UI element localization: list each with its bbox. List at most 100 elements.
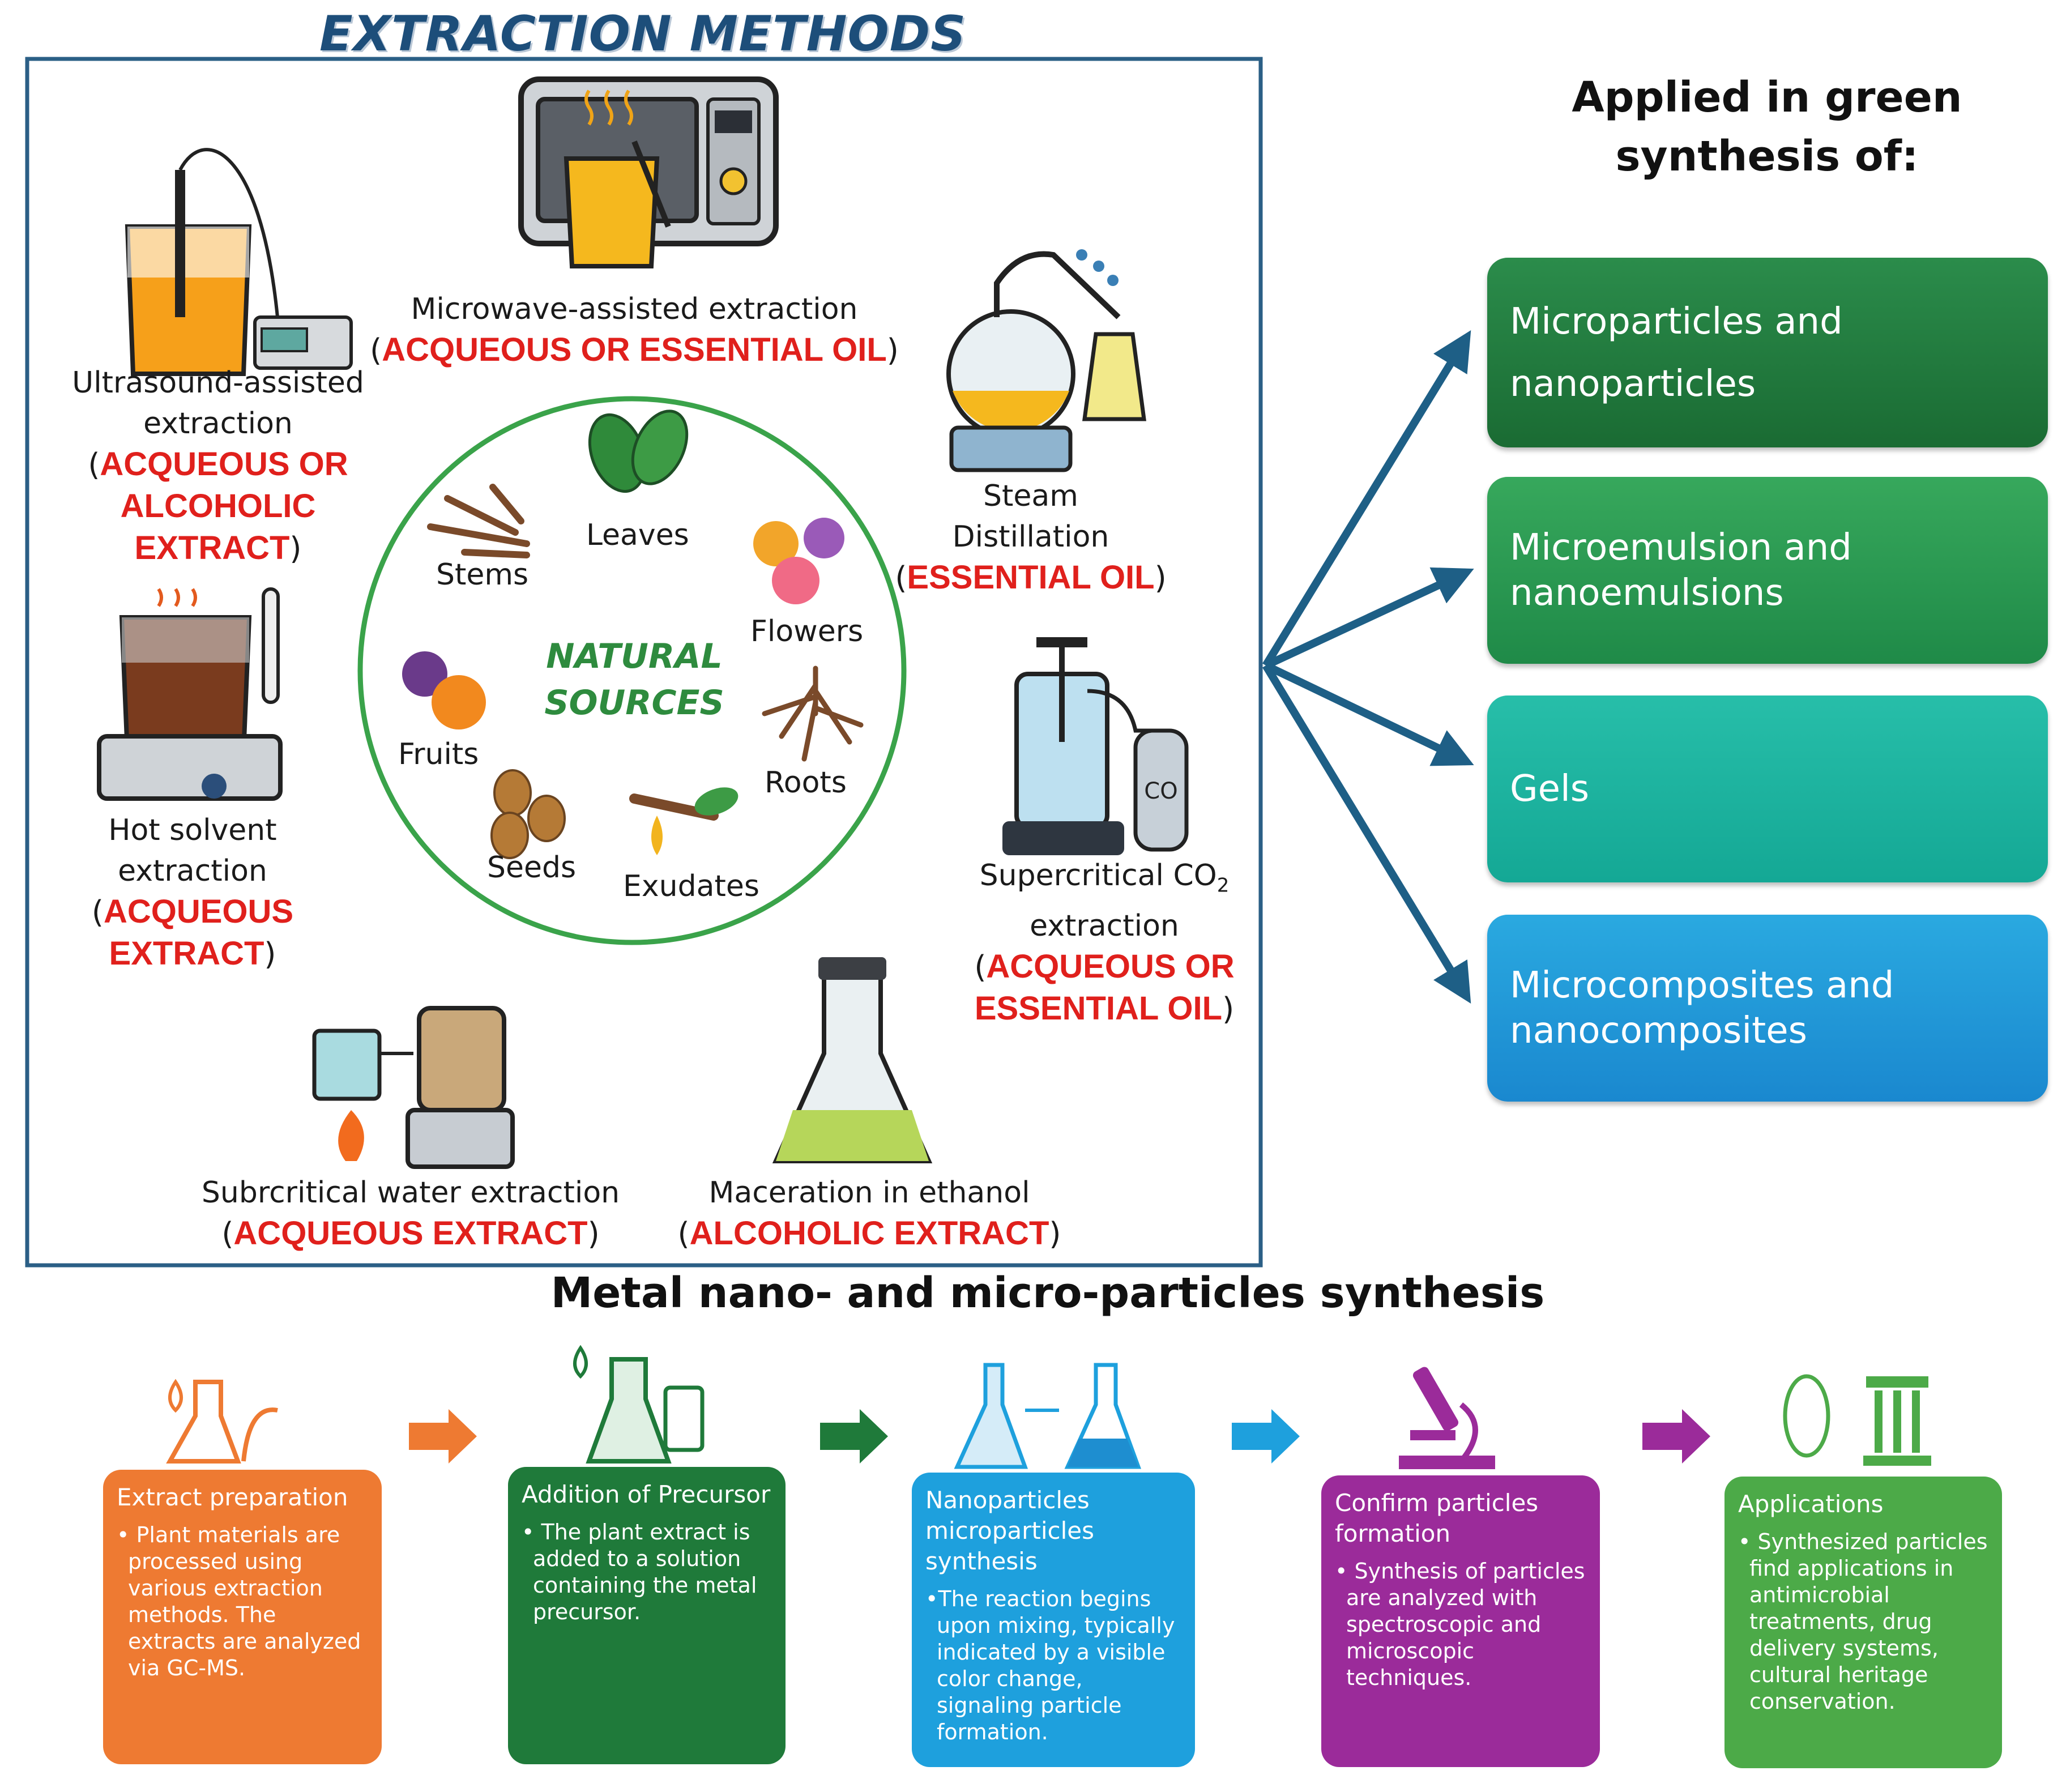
- flowers-icon: [753, 518, 844, 604]
- step-body: •The reaction begins upon mixing, typica…: [925, 1586, 1175, 1744]
- method-steam: Steam Distillation (ESSENTIAL OIL): [889, 476, 1172, 599]
- step-body: • Plant materials are processed using va…: [117, 1522, 361, 1680]
- extract-type: ACQUEOUS EXTRACT: [233, 1215, 588, 1252]
- step-heading: Confirm particles formation: [1335, 1489, 1539, 1547]
- fanout-arrows: [1262, 330, 1474, 1004]
- extract-type: ACQUEOUS OR ESSENTIAL OIL: [382, 331, 887, 368]
- method-label-2: Distillation: [952, 520, 1109, 554]
- step-extract-preparation: Extract preparation • Plant materials ar…: [103, 1470, 382, 1764]
- applications-icon: [1783, 1374, 1931, 1466]
- stems-icon: [427, 484, 530, 558]
- extraction-title: EXTRACTION METHODS: [319, 6, 967, 62]
- extract-type-2: ALCOHOLIC EXTRACT: [120, 488, 316, 566]
- natural-sources-circle: [357, 396, 907, 945]
- box-line-1: Microcomposites and: [1510, 965, 1894, 1006]
- box-line-1: Gels: [1510, 768, 1590, 810]
- extract-type: ACQUEOUS: [103, 893, 294, 930]
- step-arrow-3: [1232, 1409, 1300, 1464]
- steam-distillation-icon: [946, 249, 1146, 472]
- step-arrow-1: [409, 1409, 477, 1464]
- box-line-2: nanocomposites: [1510, 1010, 1807, 1052]
- box-line-2: nanoemulsions: [1510, 572, 1784, 614]
- step-confirm-formation: Confirm particles formation • Synthesis …: [1321, 1475, 1600, 1767]
- step-heading: Applications: [1738, 1490, 1884, 1518]
- applied-title: Applied in green synthesis of:: [1501, 68, 2033, 186]
- step-heading: Extract preparation: [117, 1483, 348, 1511]
- applied-title-1: Applied in green: [1572, 73, 1962, 122]
- method-label: Microwave-assisted extraction: [411, 292, 858, 326]
- step-body: • Synthesis of particles are analyzed wi…: [1335, 1559, 1585, 1690]
- fruits-icon: [402, 651, 486, 729]
- method-supercritical: Supercritical CO2 extraction (ACQUEOUS O…: [957, 855, 1252, 1030]
- extraction-frame: [25, 57, 1263, 1268]
- precursor-icon: [573, 1345, 705, 1464]
- roots-icon: [762, 665, 864, 762]
- synthesis-icon: [954, 1363, 1141, 1469]
- natural-sources-title: NATURAL SOURCES: [521, 633, 748, 726]
- synthesis-title: Metal nano- and micro-particles synthesi…: [550, 1269, 1545, 1317]
- method-label: Subrcritical water extraction: [201, 1176, 620, 1210]
- step-arrow: [820, 1409, 888, 1464]
- box-line-1: Microemulsion and: [1510, 527, 1852, 569]
- applied-title-2: synthesis of:: [1615, 132, 1919, 181]
- method-label-2: extraction: [1030, 909, 1179, 944]
- extract-type: ESSENTIAL OIL: [907, 559, 1155, 596]
- method-label: Ultrasound-assisted: [72, 366, 364, 400]
- subcritical-icon: [312, 1006, 515, 1169]
- method-microwave: Microwave-assisted extraction (ACQUEOUS …: [362, 289, 906, 372]
- method-label: Hot solvent: [108, 813, 277, 847]
- method-ultrasound: Ultrasound-assisted extraction (ACQUEOUS…: [34, 362, 402, 570]
- source-label-stems: Stems: [436, 558, 529, 592]
- applied-box-microparticles: Microparticles and nanoparticles: [1487, 258, 2048, 447]
- microwave-icon: [518, 76, 779, 268]
- method-label-2: extraction: [118, 854, 267, 888]
- extract-type: ACQUEOUS OR: [100, 446, 348, 483]
- source-label-exudates: Exudates: [623, 869, 759, 903]
- step-arrow-4: [1642, 1409, 1710, 1464]
- extract-type: ACQUEOUS OR: [986, 948, 1235, 985]
- natural-title-1: NATURAL: [546, 637, 723, 676]
- step-heading: Nanoparticles microparticles synthesis: [925, 1486, 1094, 1575]
- leaves-icon: [588, 409, 689, 493]
- method-maceration: Maceration in ethanol (ALCOHOLIC EXTRACT…: [674, 1172, 1065, 1255]
- seeds-icon: [490, 769, 566, 859]
- method-subcritical: Subrcritical water extraction (ACQUEOUS …: [187, 1172, 634, 1255]
- extract-type: ALCOHOLIC EXTRACT: [689, 1215, 1049, 1252]
- co2-bottle-label: CO: [1144, 778, 1177, 804]
- ultrasound-icon: [125, 148, 353, 376]
- box-line-2: nanoparticles: [1510, 362, 1756, 405]
- extract-prep-icon: [166, 1379, 278, 1464]
- step-synthesis: Nanoparticles microparticles synthesis •…: [912, 1473, 1195, 1767]
- applied-box-gels: Gels: [1487, 696, 2048, 882]
- extract-type-2: ESSENTIAL OIL: [974, 990, 1223, 1027]
- method-label: Supercritical CO: [979, 859, 1217, 893]
- extract-type-2: EXTRACT: [109, 935, 264, 972]
- source-label-roots: Roots: [765, 766, 847, 800]
- microscope-icon: [1399, 1367, 1495, 1469]
- maceration-icon: [772, 957, 933, 1163]
- natural-title-2: SOURCES: [544, 683, 724, 723]
- hot-solvent-icon: [97, 587, 283, 801]
- step-body: • Synthesized particles find application…: [1738, 1529, 1988, 1714]
- exudates-icon: [629, 787, 739, 855]
- source-label-leaves: Leaves: [586, 518, 689, 552]
- step-heading: Addition of Precursor: [522, 1480, 771, 1508]
- method-hot-solvent: Hot solvent extraction (ACQUEOUS EXTRACT…: [51, 810, 334, 975]
- step-applications: Applications • Synthesized particles fin…: [1724, 1477, 2002, 1768]
- box-line-1: Microparticles and: [1510, 300, 1843, 343]
- method-label: Maceration in ethanol: [708, 1176, 1030, 1210]
- step-body: • The plant extract is added to a soluti…: [522, 1520, 757, 1624]
- step-arrow: [1232, 1409, 1300, 1464]
- method-label: Steam: [983, 479, 1078, 513]
- source-label-seeds: Seeds: [487, 851, 577, 885]
- supercritical-icon: CO: [1002, 637, 1189, 855]
- method-label-2: extraction: [143, 407, 293, 441]
- step-arrow: [409, 1409, 477, 1464]
- subscript-2: 2: [1216, 874, 1230, 897]
- step-arrow: [1642, 1409, 1710, 1464]
- source-label-flowers: Flowers: [750, 615, 864, 648]
- step-addition-precursor: Addition of Precursor • The plant extrac…: [508, 1467, 786, 1764]
- step-arrow-2: [820, 1409, 888, 1464]
